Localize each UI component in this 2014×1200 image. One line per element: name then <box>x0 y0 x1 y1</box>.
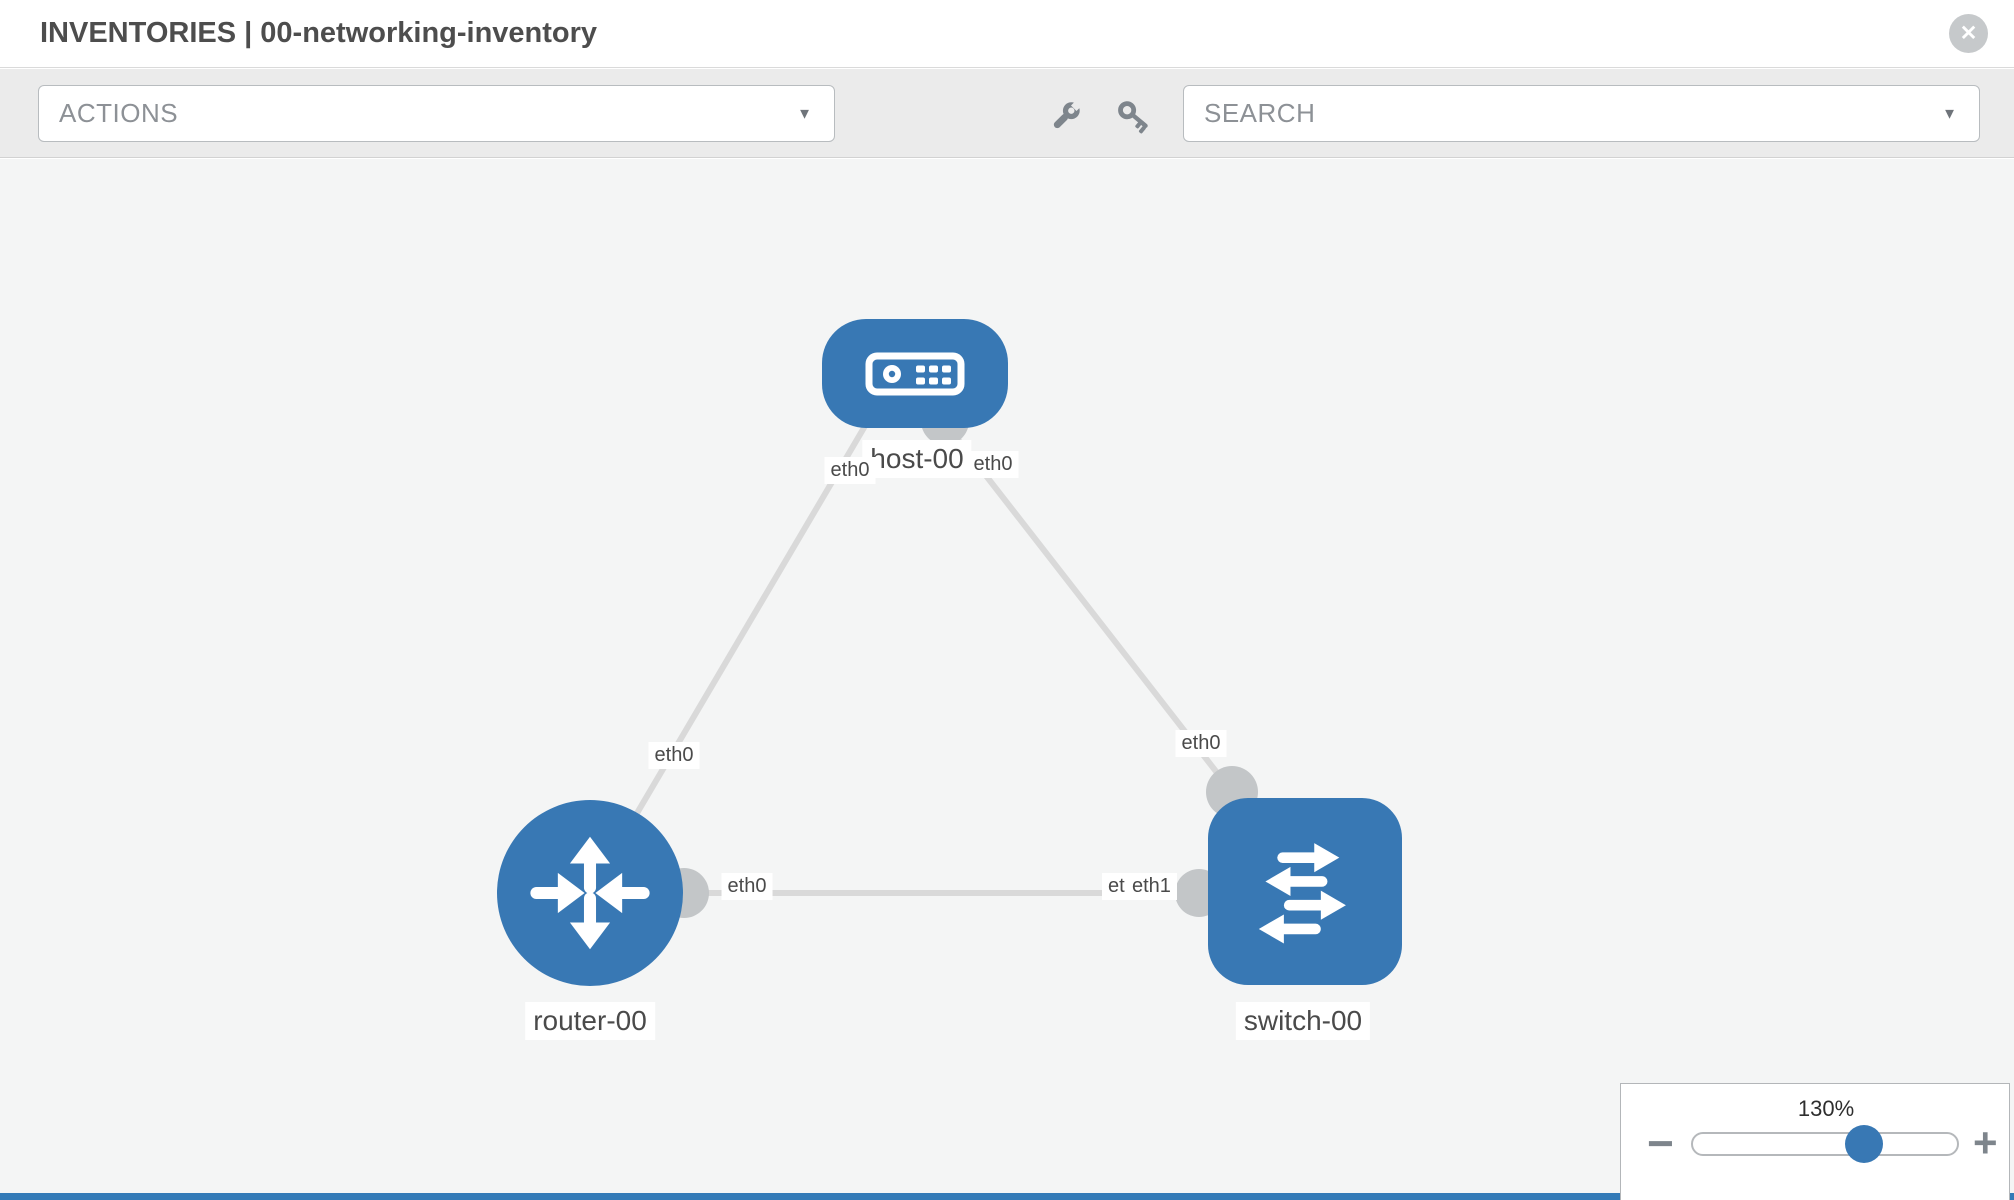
interface-label: eth0 <box>721 873 773 900</box>
topology-canvas[interactable]: host-00 router-00 switch-00 eth0 eth0 et… <box>0 159 2014 1200</box>
bottom-accent-bar <box>0 1193 2014 1200</box>
zoom-slider-thumb[interactable] <box>1845 1125 1883 1163</box>
node-switch-00[interactable] <box>1208 798 1402 985</box>
actions-dropdown[interactable]: ACTIONS ▼ <box>38 85 835 142</box>
wrench-icon <box>1053 99 1083 129</box>
page-title: INVENTORIES | 00-networking-inventory <box>40 17 598 49</box>
minus-icon: − <box>1647 1117 1674 1170</box>
interface-label: eth0 <box>967 451 1019 478</box>
credentials-button[interactable] <box>1111 93 1157 139</box>
close-button[interactable]: ✕ <box>1949 14 1988 53</box>
zoom-slider-track[interactable] <box>1691 1132 1959 1156</box>
zoom-out-button[interactable]: − <box>1647 1120 1674 1166</box>
search-dropdown-label: SEARCH <box>1204 98 1316 128</box>
close-icon: ✕ <box>1959 22 1978 45</box>
search-dropdown[interactable]: SEARCH ▼ <box>1183 85 1980 142</box>
chevron-down-icon: ▼ <box>1942 105 1957 122</box>
router-icon <box>530 836 650 950</box>
node-host-00[interactable] <box>822 319 1008 428</box>
key-icon <box>1118 101 1148 134</box>
host-icon <box>865 352 965 395</box>
zoom-in-button[interactable]: + <box>1973 1122 1998 1164</box>
actions-dropdown-label: ACTIONS <box>59 98 179 128</box>
zoom-level-value: 130% <box>1797 1096 1855 1121</box>
interface-label: eth0 <box>648 742 700 769</box>
links-layer <box>587 397 1258 918</box>
node-router-00[interactable] <box>497 800 683 986</box>
interface-label: eth0 <box>824 457 876 484</box>
node-label-router: router-00 <box>525 1002 655 1040</box>
switch-icon <box>1258 842 1346 943</box>
zoom-control-panel: 130% − + <box>1620 1083 2010 1200</box>
node-label-switch: switch-00 <box>1235 1002 1371 1040</box>
node-label-host: host-00 <box>862 440 972 478</box>
chevron-down-icon: ▼ <box>797 105 812 122</box>
configure-button[interactable] <box>1043 93 1089 139</box>
interface-label: eth0 <box>1175 730 1227 757</box>
toolbar: ACTIONS ▼ <box>0 69 2014 158</box>
plus-icon: + <box>1973 1119 1998 1167</box>
interface-label: eth1 <box>1126 873 1177 900</box>
header-bar: INVENTORIES | 00-networking-inventory ✕ <box>0 0 2014 68</box>
